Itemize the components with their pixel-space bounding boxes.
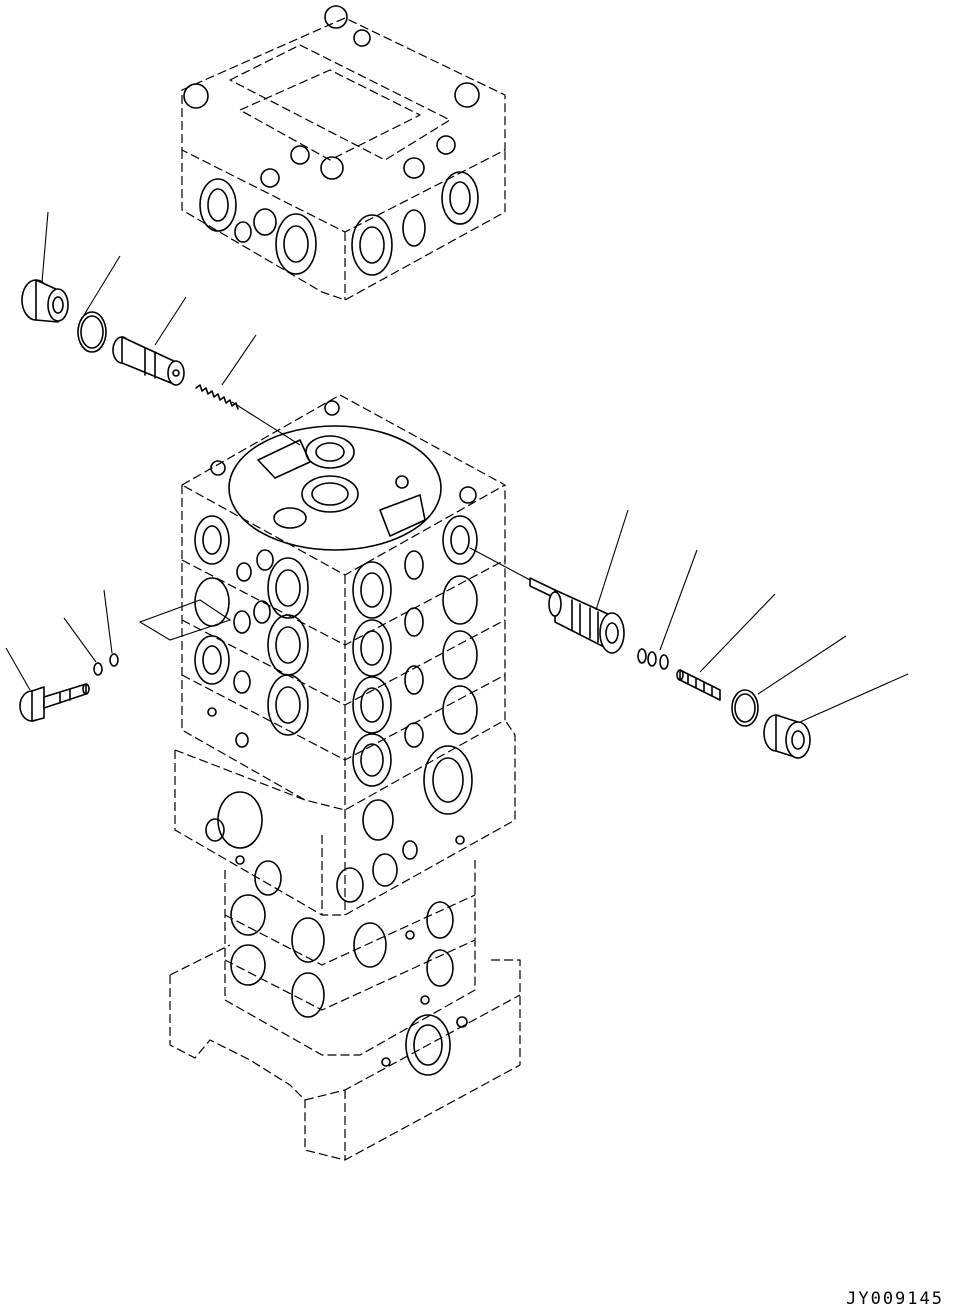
base-block [169,944,521,1161]
lower-valve-body [174,719,516,1056]
drawing-code: JY009145 [846,1289,944,1309]
upper-left-parts [21,211,301,446]
upper-valve-block [181,5,506,301]
lower-left-parts [5,589,232,722]
right-parts [469,509,909,759]
main-valve-body [181,394,506,811]
